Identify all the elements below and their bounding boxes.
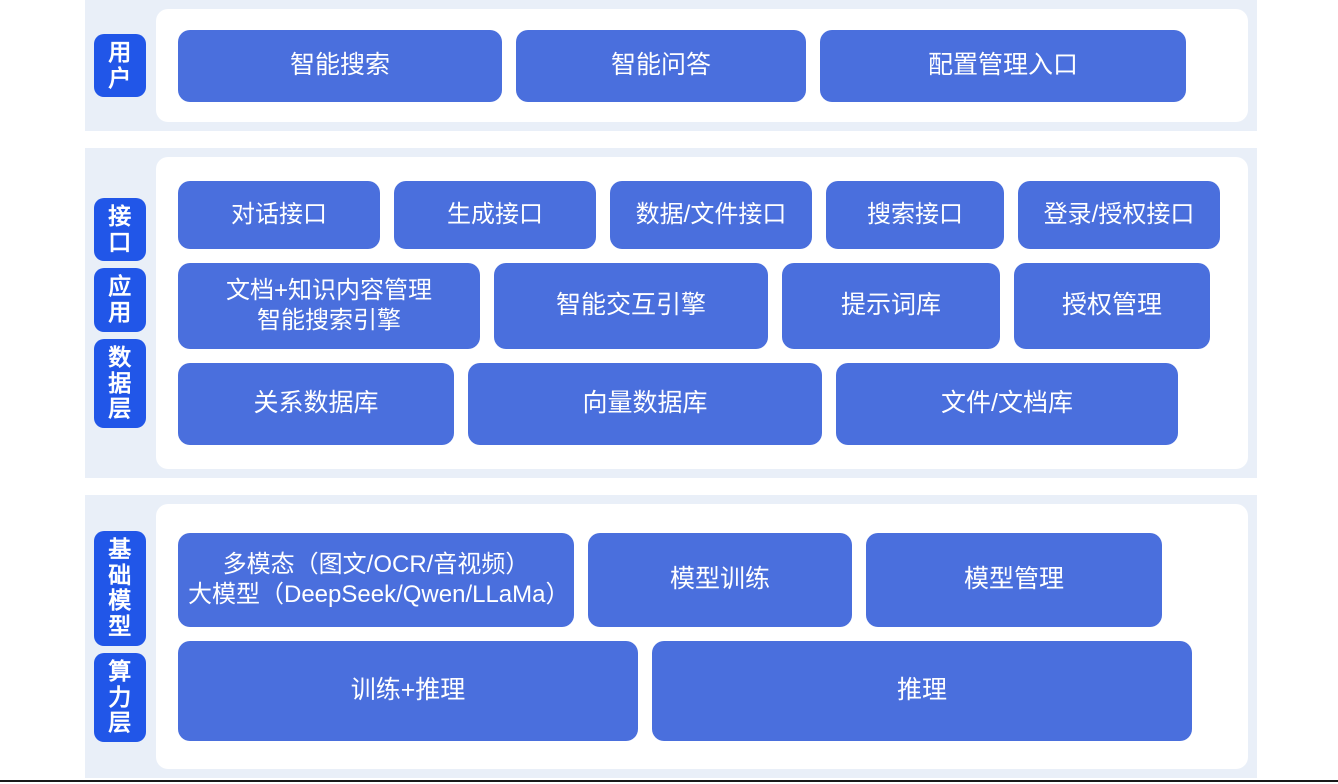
box-model-management[interactable]: 模型管理 <box>866 532 1162 627</box>
band-user: 用户 智能搜索 智能问答 配置管理入口 <box>85 0 1257 131</box>
box-authorization-management[interactable]: 授权管理 <box>1014 263 1210 349</box>
bottom-divider <box>0 780 1338 782</box>
row-application: 文档+知识内容管理 智能搜索引擎 智能交互引擎 提示词库 授权管理 <box>178 263 1226 349</box>
box-intelligent-search[interactable]: 智能搜索 <box>178 29 502 102</box>
rail-badge-foundation-model[interactable]: 基础模型 <box>94 530 146 646</box>
rail-user: 用户 <box>94 9 156 122</box>
box-document-knowledge-management[interactable]: 文档+知识内容管理 智能搜索引擎 <box>178 263 480 349</box>
rail-badge-data-layer[interactable]: 数据层 <box>94 338 146 429</box>
box-training-and-inference[interactable]: 训练+推理 <box>178 640 638 741</box>
rail-badge-user[interactable]: 用户 <box>94 33 146 98</box>
row-interface: 对话接口 生成接口 数据/文件接口 搜索接口 登录/授权接口 <box>178 181 1226 249</box>
rail-badge-application-label: 应用 <box>108 273 132 326</box>
rail-infrastructure: 基础模型 算力层 <box>94 504 156 769</box>
rail-badge-data-layer-label: 数据层 <box>108 343 132 422</box>
row-compute: 训练+推理 推理 <box>178 640 1226 741</box>
box-login-auth-api[interactable]: 登录/授权接口 <box>1018 181 1220 249</box>
box-intelligent-interaction-engine[interactable]: 智能交互引擎 <box>494 263 768 349</box>
box-model-training[interactable]: 模型训练 <box>588 532 852 627</box>
row-foundation-model: 多模态（图文/OCR/音视频） 大模型（DeepSeek/Qwen/LLaMa）… <box>178 532 1226 627</box>
row-data-layer: 关系数据库 向量数据库 文件/文档库 <box>178 363 1226 445</box>
panel-infrastructure: 多模态（图文/OCR/音视频） 大模型（DeepSeek/Qwen/LLaMa）… <box>156 504 1248 769</box>
panel-middle: 对话接口 生成接口 数据/文件接口 搜索接口 登录/授权接口 文档+知识内容管理… <box>156 157 1248 469</box>
box-intelligent-qa[interactable]: 智能问答 <box>516 29 806 102</box>
rail-badge-user-label: 用户 <box>108 38 132 91</box>
band-infrastructure: 基础模型 算力层 多模态（图文/OCR/音视频） 大模型（DeepSeek/Qw… <box>85 495 1257 778</box>
panel-user: 智能搜索 智能问答 配置管理入口 <box>156 9 1248 122</box>
box-config-management-entry[interactable]: 配置管理入口 <box>820 29 1186 102</box>
rail-badge-foundation-model-label: 基础模型 <box>108 535 132 640</box>
rail-badge-compute-layer[interactable]: 算力层 <box>94 652 146 743</box>
box-vector-database[interactable]: 向量数据库 <box>468 363 822 445</box>
rail-badge-interface-label: 接口 <box>108 202 132 255</box>
box-search-api[interactable]: 搜索接口 <box>826 181 1004 249</box>
box-prompt-library[interactable]: 提示词库 <box>782 263 1000 349</box>
box-dialog-api[interactable]: 对话接口 <box>178 181 380 249</box>
box-file-document-store[interactable]: 文件/文档库 <box>836 363 1178 445</box>
rail-badge-compute-layer-label: 算力层 <box>108 657 132 736</box>
rail-middle: 接口 应用 数据层 <box>94 157 156 469</box>
band-middle: 接口 应用 数据层 对话接口 生成接口 数据/文件接口 搜索接口 登录/授权接口… <box>85 148 1257 478</box>
rail-badge-interface[interactable]: 接口 <box>94 197 146 262</box>
architecture-diagram: 用户 智能搜索 智能问答 配置管理入口 接口 应用 数据层 对话接 <box>85 0 1257 778</box>
box-inference[interactable]: 推理 <box>652 640 1192 741</box>
rail-badge-application[interactable]: 应用 <box>94 268 146 332</box>
row-user-entries: 智能搜索 智能问答 配置管理入口 <box>178 29 1226 102</box>
box-generation-api[interactable]: 生成接口 <box>394 181 596 249</box>
box-relational-database[interactable]: 关系数据库 <box>178 363 454 445</box>
box-multimodal-large-model[interactable]: 多模态（图文/OCR/音视频） 大模型（DeepSeek/Qwen/LLaMa） <box>178 532 574 627</box>
box-data-file-api[interactable]: 数据/文件接口 <box>610 181 812 249</box>
